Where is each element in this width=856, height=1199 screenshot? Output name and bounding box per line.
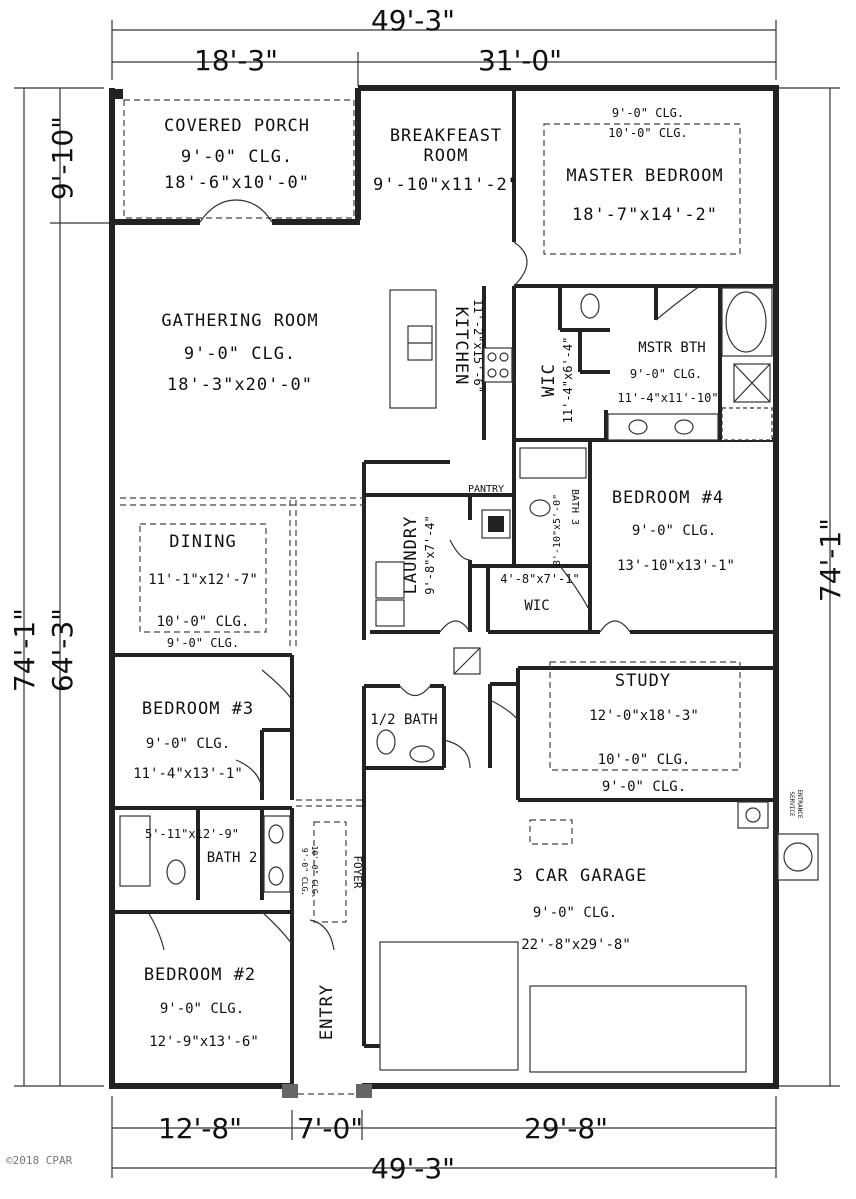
toilet-icon [580, 293, 600, 319]
breakfast-label: BREAKFEAST [390, 126, 502, 146]
dining-label: DINING [169, 532, 236, 552]
half-bath-label: 1/2 BATH [370, 712, 437, 728]
master-tub-icon [721, 287, 773, 357]
doors [147, 199, 701, 951]
garage-clg: 9'-0" CLG. [533, 905, 617, 921]
bedroom3-clg: 9'-0" CLG. [146, 736, 230, 752]
tub-icon [519, 447, 587, 479]
toilet-icon [376, 729, 396, 755]
covered-porch-label: COVERED PORCH [164, 116, 310, 136]
bath2-label: BATH 2 [207, 850, 258, 866]
dim-bottom-total: 49'-3" [371, 1152, 455, 1185]
dim-bottom-left: 12'-8" [158, 1112, 242, 1145]
ceiling-outlines [120, 123, 741, 923]
interior-walls [112, 88, 778, 1086]
covered-porch-clg: 9'-0" CLG. [181, 147, 293, 167]
study-clg-1: 10'-0" CLG. [598, 752, 691, 768]
master-clg-1: 9'-0" CLG. [612, 106, 684, 120]
gathering-room-label: GATHERING ROOM [161, 311, 318, 331]
range-icon [483, 347, 513, 383]
service-entrance-line-1: SERVICE [788, 791, 795, 817]
gathering-room-size: 18'-3"x20'-0" [167, 375, 313, 395]
dim-left-total-b: 64'-3" [46, 608, 79, 692]
garage-size: 22'-8"x29'-8" [521, 937, 631, 953]
study-size: 12'-0"x18'-3" [589, 708, 699, 724]
bedroom2-size: 12'-9"x13'-6" [149, 1034, 259, 1050]
laundry-label: LAUNDRY [401, 516, 421, 595]
kitchen-size: 11'-2"x15'-6" [471, 299, 485, 393]
sink-icon [628, 419, 648, 435]
dim-top-right: 31'-0" [478, 44, 562, 77]
study-label: STUDY [615, 671, 671, 691]
master-bedroom-size: 18'-7"x14'-2" [572, 205, 718, 225]
dining-clg-1: 10'-0" CLG. [157, 614, 250, 630]
exterior-walls [109, 85, 779, 1089]
bedroom4-label: BEDROOM #4 [612, 488, 724, 508]
dim-right-total: 74'-1" [814, 518, 847, 602]
foyer-clg-2: 10'-0" CLG. [310, 846, 319, 899]
service-entrance-line-2: ENTRANCE [796, 790, 803, 819]
laundry-size: 9'-8"x7'-4" [423, 515, 437, 594]
garage-door-left [379, 941, 519, 1071]
sink-icon [674, 419, 694, 435]
master-bedroom-label: MASTER BEDROOM [566, 166, 723, 186]
bedroom3-size: 11'-4"x13'-1" [133, 766, 243, 782]
bedroom4-clg: 9'-0" CLG. [632, 523, 716, 539]
dim-bottom-right: 29'-8" [524, 1112, 608, 1145]
wic-small-label: WIC [524, 598, 549, 614]
bedroom2-clg: 9'-0" CLG. [160, 1001, 244, 1017]
ac-unit-icon [777, 833, 819, 881]
master-clg-2: 10'-0" CLG. [608, 126, 687, 140]
breakfast-label-2: ROOM [424, 146, 469, 166]
tub-icon [119, 815, 151, 887]
gathering-room-clg: 9'-0" CLG. [184, 344, 296, 364]
bedroom2-label: BEDROOM #2 [144, 965, 256, 985]
study-clg-2: 9'-0" CLG. [602, 779, 686, 795]
breakfast-size: 9'-10"x11'-2" [373, 175, 519, 195]
garage-label: 3 CAR GARAGE [513, 866, 648, 886]
bath3-label: BATH 3 [569, 489, 580, 525]
bath2-size: 5'-11"x12'-9" [145, 827, 239, 841]
master-bath-label: MSTR BTH [638, 340, 705, 356]
wic-small-size: 4'-8"x7'-1" [500, 572, 579, 586]
dim-left-upper: 9'-10" [46, 116, 79, 200]
garage-door-right [529, 985, 747, 1073]
fixtures [119, 287, 819, 1098]
washer-icon [375, 561, 405, 599]
dim-left-total-a: 74'-1" [8, 608, 41, 692]
foyer-label: FOYER [351, 855, 364, 888]
toilet-icon [166, 859, 186, 885]
bedroom3-label: BEDROOM #3 [142, 699, 254, 719]
toilet-icon [529, 499, 551, 517]
sink-icon [268, 866, 284, 886]
entry-label: ENTRY [317, 984, 337, 1040]
dim-bottom-mid: 7'-0" [297, 1112, 363, 1145]
sink-icon [268, 824, 284, 844]
kitchen-label: KITCHEN [451, 307, 471, 386]
sink-icon [409, 745, 435, 763]
bath3-size: 8'-10"x5'-0" [552, 494, 563, 566]
wic-master-size: 11'-4"x6'-4" [561, 337, 575, 424]
pantry-label: PANTRY [468, 484, 504, 495]
bedroom4-size: 13'-10"x13'-1" [617, 558, 735, 574]
dim-top-left: 18'-3" [194, 44, 278, 77]
wic-master-label: WIC [539, 363, 559, 397]
foyer-clg-1: 9'-0" CLG. [300, 848, 309, 896]
dining-size: 11'-1"x12'-7" [148, 572, 258, 588]
dimension-lines [14, 20, 840, 1178]
dining-clg-2: 9'-0" CLG. [167, 636, 239, 650]
dryer-icon [375, 599, 405, 627]
master-bath-size: 11'-4"x11'-10" [617, 391, 718, 405]
master-bath-clg: 9'-0" CLG. [630, 367, 702, 381]
covered-porch-size: 18'-6"x10'-0" [164, 173, 310, 193]
copyright-text: ©2018 CPAR [6, 1154, 73, 1167]
dim-top-total: 49'-3" [371, 4, 455, 37]
